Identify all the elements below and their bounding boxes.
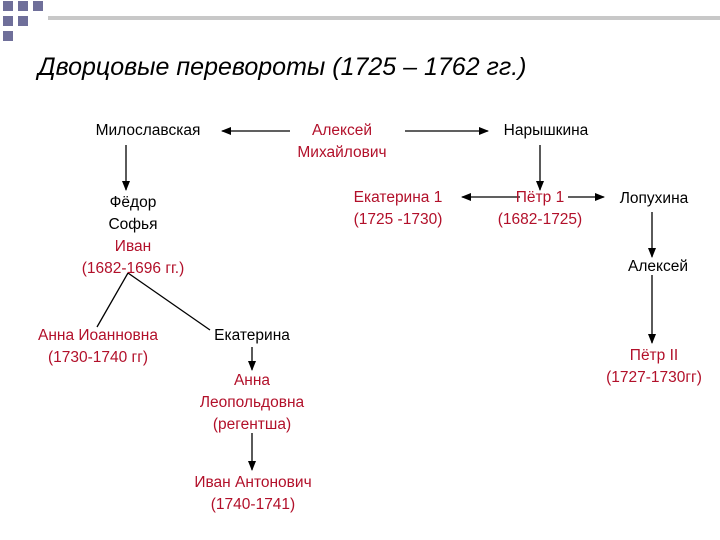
- node-anna-leopoldovna-line-3: (регентша): [212, 416, 292, 433]
- node-anna-leopoldovna-line-2: Леопольдовна: [199, 394, 305, 411]
- page-title: Дворцовые перевороты (1725 – 1762 гг.): [38, 53, 527, 81]
- node-ekaterina: Екатерина: [198, 325, 306, 347]
- node-pyotr-2: Пётр II (1727-1730гг): [594, 345, 714, 389]
- node-aleksey: Алексей: [610, 256, 706, 278]
- node-sofya: Софья: [108, 216, 158, 233]
- node-pyotr-1: Пётр 1 (1682-1725): [478, 187, 602, 231]
- node-miloslavskaya-label: Милославская: [95, 122, 201, 139]
- node-aleksey-mikhailovich-line-1: Алексей: [312, 122, 372, 139]
- node-ivan-years: (1682-1696 гг.): [81, 260, 185, 277]
- node-ivan-antonovich: Иван Антонович (1740-1741): [180, 472, 326, 516]
- header-bar: [48, 16, 720, 20]
- node-lopukhina: Лопухина: [604, 188, 704, 210]
- node-anna-leopoldovna: Анна Леопольдовна (регентша): [182, 370, 322, 436]
- node-anna-ioannovna-years: (1730-1740 гг): [47, 349, 149, 366]
- node-ekaterina-1-years: (1725 -1730): [353, 211, 443, 228]
- node-pyotr-2-years: (1727-1730гг): [606, 369, 702, 386]
- node-ekaterina-1: Екатерина 1 (1725 -1730): [332, 187, 464, 231]
- node-lopukhina-label: Лопухина: [619, 190, 689, 207]
- node-anna-leopoldovna-line-1: Анна: [233, 372, 271, 389]
- node-anna-ioannovna-name: Анна Иоанновна: [38, 327, 158, 344]
- node-ekaterina-1-name: Екатерина 1: [353, 189, 443, 206]
- node-pyotr-1-years: (1682-1725): [497, 211, 583, 228]
- node-aleksey-mikhailovich-line-2: Михайлович: [297, 144, 387, 161]
- line-ivan-to-ekaterina: [127, 272, 211, 331]
- node-ivan-antonovich-name: Иван Антонович: [194, 474, 312, 491]
- node-pyotr-2-name: Пётр II: [629, 347, 679, 364]
- node-ivan-antonovich-years: (1740-1741): [210, 496, 296, 513]
- node-fyodor-sofya-ivan: Фёдор Софья Иван (1682-1696 гг.): [60, 192, 206, 280]
- node-anna-ioannovna: Анна Иоанновна (1730-1740 гг): [18, 325, 178, 369]
- node-ekaterina-label: Екатерина: [214, 327, 290, 344]
- node-aleksey-mikhailovich: Алексей Михайлович: [278, 120, 406, 164]
- node-miloslavskaya: Милославская: [78, 120, 218, 142]
- line-ivan-to-anna-ioannovna: [96, 272, 129, 328]
- node-naryshkina: Нарышкина: [490, 120, 602, 142]
- corner-decoration: [0, 0, 60, 44]
- node-ivan: Иван: [114, 238, 152, 255]
- node-fyodor: Фёдор: [109, 194, 157, 211]
- node-naryshkina-label: Нарышкина: [503, 122, 589, 139]
- node-aleksey-label: Алексей: [628, 258, 688, 275]
- node-pyotr-1-name: Пётр 1: [515, 189, 565, 206]
